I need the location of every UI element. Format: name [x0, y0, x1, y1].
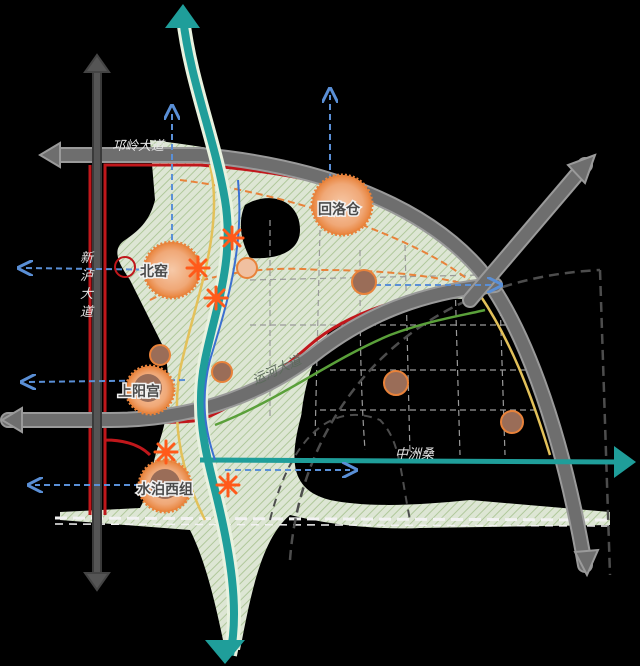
station-shangyang-core [134, 374, 162, 402]
arrow-west-canal [0, 406, 23, 434]
river-arrow-south [205, 640, 245, 664]
urban-block-area [300, 298, 550, 458]
arrow-north-xin [83, 53, 111, 73]
minor-node [351, 269, 377, 295]
arrow-ne [566, 153, 597, 185]
star-icon [153, 439, 179, 465]
blue-axes [25, 95, 495, 485]
station-huiluocang [310, 173, 374, 237]
blue-line-river [203, 179, 241, 461]
label-road-xin-char: 泸 [80, 269, 95, 284]
river-arrow-east [614, 446, 636, 478]
star-icon [215, 472, 241, 498]
key-node-stars [153, 225, 245, 498]
star-icon [203, 285, 229, 311]
river-arrow-north [165, 4, 200, 28]
label-road-xin-char: 新 [80, 251, 95, 266]
arrow-west-qionglin [38, 141, 61, 169]
boundary-lower [88, 165, 152, 515]
street-grid [249, 220, 540, 456]
arrow-south-xin [83, 572, 111, 592]
arrow-south [573, 548, 600, 578]
label-huiluocang: 回洛仓 [318, 201, 361, 218]
star-icon [185, 255, 211, 281]
road-arrowheads [0, 53, 600, 592]
station-nodes [114, 173, 524, 514]
railway [54, 268, 612, 576]
minor-node [383, 370, 409, 396]
minor-node [236, 257, 258, 279]
label-road-zhongzhou: 中洲桑 [395, 447, 435, 462]
label-road-xin: 新泸大道 [80, 251, 95, 320]
minor-node [211, 361, 233, 383]
label-shangyang: 上阳宫 [118, 383, 160, 400]
hollow-node [114, 256, 136, 278]
label-beiyao: 北窑 [140, 263, 168, 280]
label-road-xin-char: 大 [80, 287, 95, 302]
label-road-qionglin: 邛岭大道 [112, 139, 166, 154]
river-secondary [199, 457, 621, 465]
river-channel [179, 17, 238, 656]
minor-node [500, 410, 524, 434]
star-icon [219, 225, 245, 251]
minor-node [149, 344, 171, 366]
station-shuijiao-core [150, 469, 180, 499]
urban-block-north [240, 198, 300, 259]
label-shuijiao: 水泊西组 [137, 481, 193, 498]
label-road-xin-char: 道 [80, 305, 95, 320]
